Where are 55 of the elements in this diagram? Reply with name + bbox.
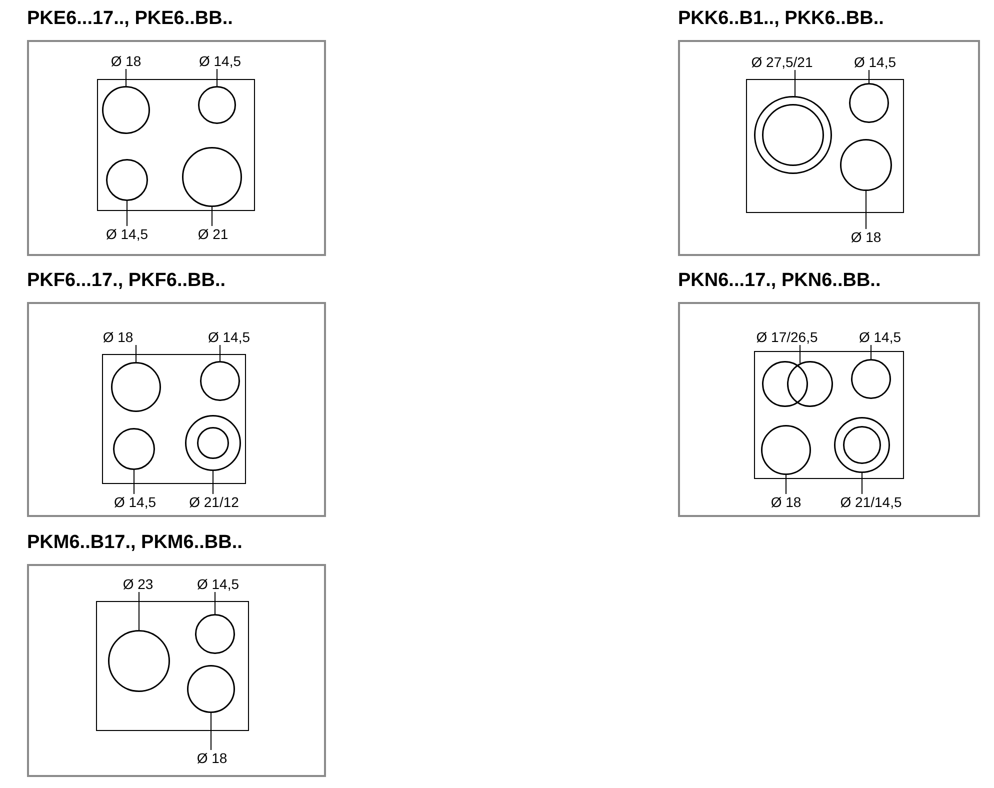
- burner-circle: [834, 416, 890, 472]
- leader-line: [870, 344, 872, 360]
- leader-line: [126, 200, 128, 226]
- burner-circle: [200, 360, 240, 400]
- leader-line: [216, 68, 218, 86]
- diameter-label: Ø 21/14,5: [840, 494, 902, 510]
- burner-circle: [186, 664, 234, 712]
- diameter-label: Ø 18: [770, 494, 802, 510]
- diameter-label: Ø 27,5/21: [751, 54, 813, 70]
- diameter-label: Ø 21: [198, 226, 228, 242]
- leader-line: [868, 70, 870, 84]
- leader-line: [138, 592, 140, 630]
- diameter-label: Ø 21/12: [189, 494, 239, 510]
- burner-circle: [182, 146, 242, 206]
- burner-circle: [106, 158, 148, 200]
- diameter-label: Ø 18: [102, 329, 134, 345]
- burner-circle: [108, 630, 170, 692]
- leader-line: [212, 470, 214, 494]
- diameter-label: Ø 14,5: [114, 494, 156, 510]
- burner-circle: [760, 424, 810, 474]
- diameter-label: Ø 14,5: [854, 54, 896, 70]
- diameter-label: Ø 14,5: [198, 53, 242, 69]
- leader-line: [794, 70, 796, 96]
- cooktop-outline: [96, 600, 248, 730]
- burner-circle: [198, 86, 236, 124]
- diameter-label: Ø 18: [110, 53, 142, 69]
- diameter-label: Ø 23: [122, 576, 154, 592]
- burner-circle: [754, 96, 832, 174]
- leader-line: [214, 592, 216, 614]
- diameter-label: Ø 14,5: [208, 329, 250, 345]
- burner-circle: [110, 362, 160, 412]
- model-heading: PKF6...17., PKF6..BB..: [27, 270, 226, 292]
- cooktop-outline: [96, 78, 254, 210]
- diameter-label: Ø 18: [850, 229, 882, 245]
- diameter-label: Ø 14,5: [196, 576, 240, 592]
- bridge-zone-drawing: [762, 360, 832, 406]
- diameter-label: Ø 14,5: [858, 329, 902, 345]
- burner-circle: [194, 614, 234, 654]
- diameter-label: Ø 17/26,5: [756, 329, 818, 345]
- model-heading: PKK6..B1.., PKK6..BB..: [678, 8, 884, 30]
- burner-circle: [850, 358, 890, 398]
- cooktop-outline: [746, 78, 904, 212]
- model-heading: PKM6..B17., PKM6..BB..: [27, 532, 242, 554]
- diameter-label: Ø 14,5: [106, 226, 148, 242]
- diameter-label: Ø 18: [196, 750, 228, 766]
- burner-circle: [840, 138, 892, 190]
- leader-line: [210, 712, 212, 750]
- burner-circle: [848, 82, 888, 122]
- burner-circle: [102, 86, 150, 134]
- cooktop-outline: [754, 350, 904, 478]
- model-heading: PKN6...17., PKN6..BB..: [678, 270, 881, 292]
- model-heading: PKE6...17.., PKE6..BB..: [27, 8, 233, 30]
- cooktop-outline: [102, 354, 246, 484]
- burner-circle: [184, 414, 240, 470]
- burner-circle: [112, 428, 154, 470]
